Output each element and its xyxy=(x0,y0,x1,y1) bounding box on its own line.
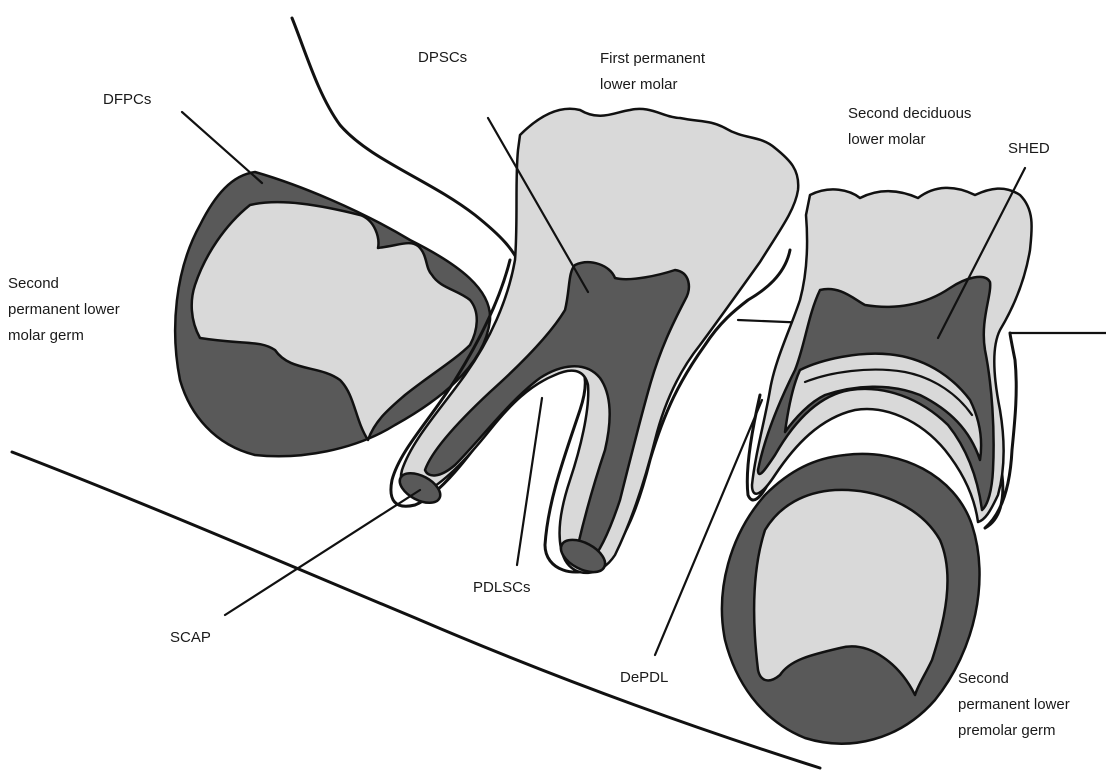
label-shed: SHED xyxy=(1008,140,1050,157)
label-first-molar-1: First permanent xyxy=(600,50,706,67)
leader-dfpcs xyxy=(182,112,262,183)
leader-pdlscs xyxy=(517,398,542,565)
label-second-deciduous-2: lower molar xyxy=(848,131,926,148)
label-premolar-germ-1: Second xyxy=(958,670,1009,687)
label-depdl: DePDL xyxy=(620,669,668,686)
label-premolar-germ-2: permanent lower xyxy=(958,696,1070,713)
label-second-molar-germ-1: Second xyxy=(8,275,59,292)
label-premolar-germ-3: premolar germ xyxy=(958,722,1056,739)
label-first-molar-2: lower molar xyxy=(600,76,678,93)
label-second-deciduous-1: Second deciduous xyxy=(848,105,971,122)
leader-scap xyxy=(225,490,420,615)
label-dfpcs: DFPCs xyxy=(103,91,151,108)
label-dpscs: DPSCs xyxy=(418,49,467,66)
label-pdlscs: PDLSCs xyxy=(473,579,531,596)
label-second-molar-germ-3: molar germ xyxy=(8,327,84,344)
label-scap: SCAP xyxy=(170,629,211,646)
label-second-molar-germ-2: permanent lower xyxy=(8,301,120,318)
